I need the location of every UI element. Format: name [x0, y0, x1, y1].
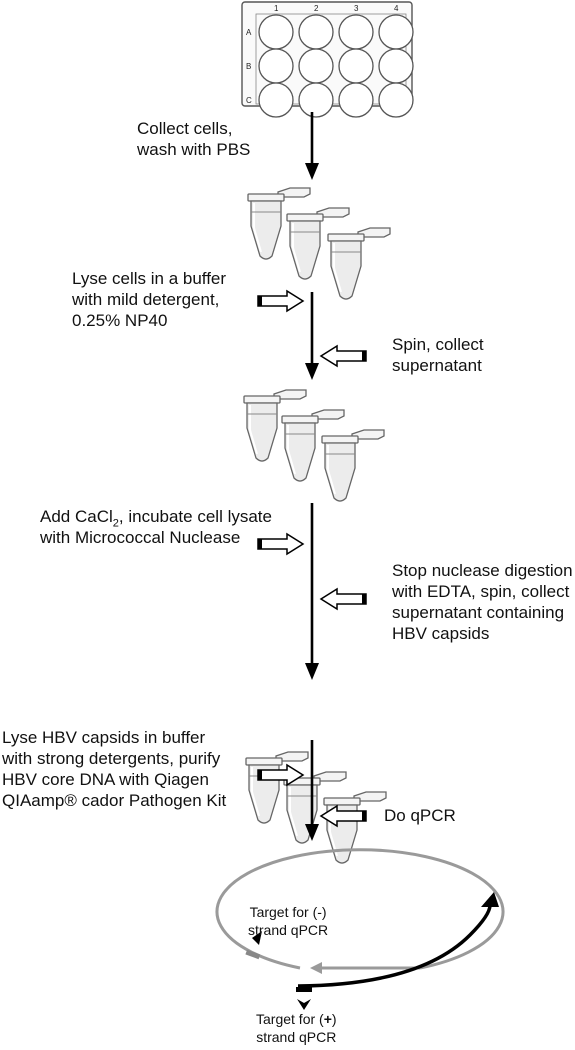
- step-lyse-line-1: Lyse cells in a buffer: [72, 269, 227, 288]
- step-collect-line-2: wash with PBS: [137, 140, 251, 159]
- tube-group-2: [243, 389, 385, 502]
- plate-well-A3: [338, 14, 374, 50]
- target-plus-label: Target for (+) strand qPCR: [256, 1010, 337, 1046]
- step-stop-line-4: HBV capsids: [392, 624, 490, 643]
- step-lyse-hbv-line-3: HBV core DNA with Qiagen: [2, 770, 209, 789]
- flow-arrows: [305, 112, 319, 841]
- step-stop-line-3: supernatant containing: [392, 603, 565, 622]
- plus-sign: +: [323, 1011, 332, 1027]
- plate-well-C3: [338, 82, 374, 118]
- plate-well-C1: [258, 82, 294, 118]
- well-plate: A B C 1 2 3 4: [241, 1, 414, 118]
- target-plus-line-1: Target for (+): [256, 1010, 337, 1028]
- plate-well-B3: [338, 48, 374, 84]
- step-stop-digestion: Stop nuclease digestion with EDTA, spin,…: [392, 560, 573, 644]
- step-qpcr-text: Do qPCR: [384, 806, 456, 825]
- plate-column-label: 3: [354, 4, 359, 13]
- step-lyse-cells: Lyse cells in a buffer with mild deterge…: [72, 268, 226, 331]
- plate-well-A1: [258, 14, 294, 50]
- step-lyse-hbv-line-2: with strong detergents, purify: [2, 749, 221, 768]
- step-add-line-2: with Micrococcal Nuclease: [40, 528, 241, 547]
- step-lyse-hbv-line-1: Lyse HBV capsids in buffer: [2, 728, 206, 747]
- step-lyse-hbv-capsids: Lyse HBV capsids in buffer with strong d…: [2, 727, 226, 811]
- step-do-qpcr: Do qPCR: [384, 805, 456, 826]
- plate-column-label: 2: [314, 4, 319, 13]
- step-stop-line-1: Stop nuclease digestion: [392, 561, 573, 580]
- step-lyse-hbv-line-4: QIAamp® cador Pathogen Kit: [2, 791, 227, 810]
- target-minus-line-1: Target for (-): [249, 904, 327, 920]
- step-add-line-1: Add CaCl2, incubate cell lysate: [40, 506, 272, 530]
- target-minus-label: Target for (-) strand qPCR: [248, 903, 328, 939]
- hbv-genome-circle: [215, 848, 505, 1010]
- plate-row-label: A: [246, 28, 252, 37]
- plate-well-A2: [298, 14, 334, 50]
- plus-prefix: Target for (: [256, 1011, 324, 1027]
- input-arrows: [257, 289, 305, 787]
- target-plus-line-2: strand qPCR: [256, 1029, 337, 1045]
- add-suffix: , incubate cell lysate: [118, 507, 272, 526]
- plate-well-C2: [298, 82, 334, 118]
- step-collect-cells: Collect cells, wash with PBS: [137, 118, 250, 160]
- plus-suffix: ): [331, 1011, 337, 1027]
- plate-well-C4: [378, 82, 414, 118]
- plate-column-label: 1: [274, 4, 279, 13]
- step-spin-line-1: Spin, collect: [392, 335, 484, 354]
- plate-column-label: 4: [394, 4, 399, 13]
- step-add-cacl2: Add CaCl2, incubate cell lysate with Mic…: [40, 506, 272, 548]
- plate-well-A4: [378, 14, 414, 50]
- plate-well-B4: [378, 48, 414, 84]
- step-lyse-line-3: 0.25% NP40: [72, 311, 168, 330]
- step-spin-collect: Spin, collect supernatant: [392, 334, 484, 376]
- add-prefix: Add CaCl: [40, 507, 113, 526]
- tube-group-1: [247, 187, 391, 300]
- plate-row-label: B: [246, 62, 251, 71]
- tube-group-3: [245, 751, 387, 864]
- add-subscript: 2: [112, 517, 119, 530]
- step-spin-line-2: supernatant: [392, 356, 482, 375]
- step-lyse-line-2: with mild detergent,: [72, 290, 220, 309]
- plate-well-B1: [258, 48, 294, 84]
- step-collect-line-1: Collect cells,: [137, 119, 233, 138]
- step-stop-line-2: with EDTA, spin, collect: [392, 582, 570, 601]
- plate-row-label: C: [246, 96, 252, 105]
- target-minus-line-2: strand qPCR: [248, 922, 329, 938]
- plate-well-B2: [298, 48, 334, 84]
- output-arrows: [319, 344, 367, 828]
